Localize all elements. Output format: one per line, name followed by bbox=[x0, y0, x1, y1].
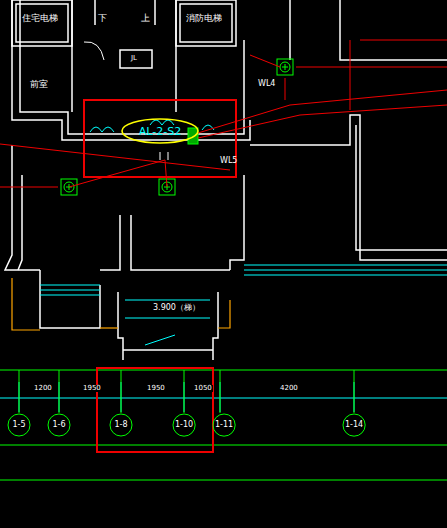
plan-label: JL bbox=[131, 55, 137, 62]
plan-label: WL5 bbox=[220, 157, 237, 165]
axis-number: 1-10 bbox=[175, 421, 193, 429]
plan-label: 上 bbox=[141, 14, 150, 23]
plan-label: 3.900（梯） bbox=[152, 304, 201, 312]
axis-bubble: 1-10 bbox=[172, 413, 196, 437]
dimension-text: 1050 bbox=[193, 385, 213, 392]
plan-label: 消防电梯 bbox=[186, 14, 222, 23]
axis-number: 1-14 bbox=[345, 421, 363, 429]
dimension-text: 1200 bbox=[33, 385, 53, 392]
plan-label: 下 bbox=[98, 14, 107, 23]
axis-number: 1-8 bbox=[114, 421, 127, 429]
axis-bubble: 1-11 bbox=[212, 413, 236, 437]
axis-bubble: 1-5 bbox=[7, 413, 31, 437]
panel-callout: AL-2-S2 bbox=[121, 118, 199, 144]
dimension-text: 1950 bbox=[146, 385, 166, 392]
dimension-text: 4200 bbox=[279, 385, 299, 392]
dimension-text: 1950 bbox=[82, 385, 102, 392]
panel-name: AL-2-S2 bbox=[139, 126, 181, 137]
axis-number: 1-6 bbox=[52, 421, 65, 429]
axis-number: 1-11 bbox=[215, 421, 233, 429]
plan-label: 住宅电梯 bbox=[22, 14, 58, 23]
axis-bubble: 1-8 bbox=[109, 413, 133, 437]
plan-label: 前室 bbox=[30, 80, 48, 89]
plan-label: WL4 bbox=[258, 80, 275, 88]
axis-bubble: 1-14 bbox=[342, 413, 366, 437]
axis-number: 1-5 bbox=[12, 421, 25, 429]
axis-bubble: 1-6 bbox=[47, 413, 71, 437]
